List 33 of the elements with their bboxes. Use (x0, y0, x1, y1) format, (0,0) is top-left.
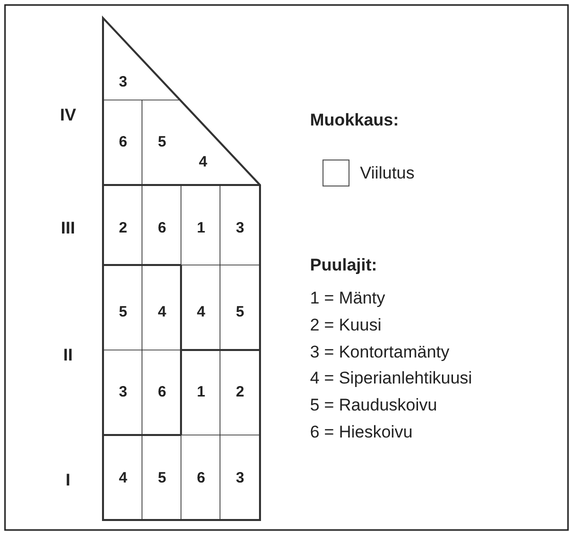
cell-number: 4 (196, 304, 206, 320)
species-key-entry: 6 = Hieskoivu (310, 424, 413, 440)
cell-number: 1 (196, 220, 206, 236)
legend-text: Viilutus (360, 164, 414, 182)
cell-number: 3 (118, 74, 128, 90)
cell-number: 6 (158, 220, 166, 236)
species-key-entry: 5 = Rauduskoivu (310, 396, 438, 414)
cell-number: 2 (236, 384, 244, 400)
section-heading: Puulajit: (310, 256, 378, 274)
species-key-entry: 3 = Kontortamänty (310, 344, 450, 360)
row-numeral: II (63, 346, 73, 364)
row-numeral: IV (60, 106, 76, 124)
section-heading: Muokkaus: (310, 112, 399, 128)
row-numeral: III (60, 220, 76, 236)
cell-number: 5 (158, 470, 166, 486)
cell-number: 4 (198, 154, 208, 170)
species-key-entry: 4 = Siperianlehtikuusi (310, 370, 472, 386)
cell-number: 4 (118, 470, 128, 486)
cell-number: 5 (118, 304, 128, 320)
cell-number: 1 (196, 384, 206, 400)
cell-number: 2 (118, 220, 128, 236)
cell-number: 5 (236, 304, 244, 320)
cell-number: 6 (158, 384, 166, 400)
species-key-entry: 1 = Mänty (310, 290, 386, 306)
cell-number: 5 (158, 134, 166, 150)
cell-number: 3 (236, 220, 244, 236)
cell-number: 4 (158, 304, 166, 320)
cell-number: 6 (196, 470, 206, 486)
species-key-entry: 2 = Kuusi (310, 316, 382, 334)
cell-number: 6 (118, 134, 128, 150)
cell-number: 3 (118, 384, 128, 400)
cell-number: 3 (236, 470, 244, 486)
row-numeral: I (66, 472, 70, 488)
